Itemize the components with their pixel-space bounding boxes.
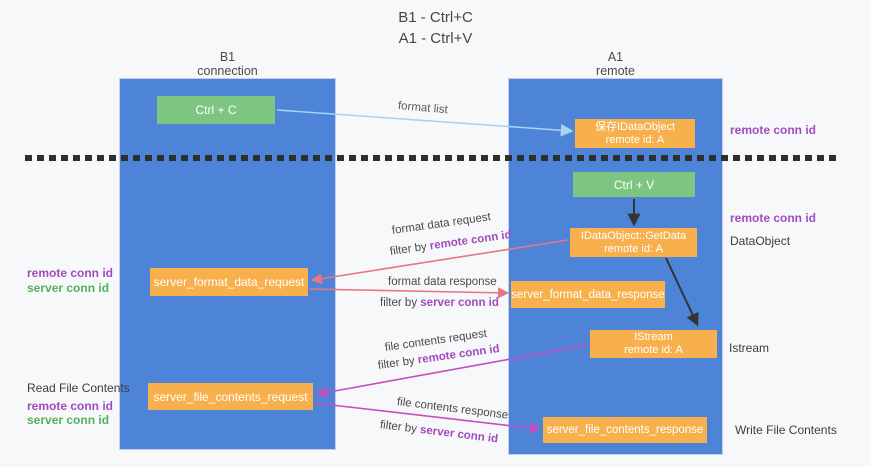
- diagram-title: B1 - Ctrl+C A1 - Ctrl+V: [0, 7, 871, 49]
- title-line-1: B1 - Ctrl+C: [398, 9, 473, 26]
- left-format-remote-conn-id: remote conn id: [27, 266, 114, 280]
- istream-box: IStream remote id: A: [590, 330, 717, 358]
- read-file-contents-label: Read File Contents: [27, 381, 130, 395]
- format-data-response-label: format data response: [388, 276, 497, 288]
- filter-prefix-2: filter by: [380, 297, 418, 309]
- arrow-file-contents-response: [313, 402, 542, 434]
- column-a1-name: A1: [607, 50, 624, 64]
- server-file-contents-request-label: server_file_contents_request: [153, 389, 308, 404]
- left-file-remote-conn-id: remote conn id: [27, 399, 114, 413]
- column-b1-name: B1: [219, 50, 236, 64]
- arrow-format-list: [276, 109, 574, 137]
- right-remote-conn-id-mid: remote conn id: [730, 211, 817, 225]
- server-conn-id-filter-1: server conn id: [420, 297, 499, 309]
- istream-line2: remote id: A: [624, 344, 683, 356]
- arrow-file-contents-request: [315, 344, 589, 398]
- dataobject-label: DataObject: [730, 234, 791, 248]
- filter-by-server-label-1: filter by server conn id: [380, 297, 499, 309]
- ctrl-v-label: Ctrl + V: [613, 177, 655, 192]
- write-file-contents-label: Write File Contents: [735, 423, 837, 437]
- istream-side-label: Istream: [729, 341, 770, 355]
- arrow-format-data-request: [310, 239, 569, 285]
- right-remote-conn-id-top: remote conn id: [730, 123, 817, 137]
- server-file-contents-request-box: server_file_contents_request: [148, 383, 313, 410]
- left-format-server-conn-id: server conn id: [27, 281, 110, 295]
- getdata-line2: remote id: A: [604, 242, 663, 255]
- server-format-data-response-box: server_format_data_response: [511, 281, 665, 308]
- column-header-b1: B1 connection: [119, 50, 336, 78]
- save-dataobject-line1: 保存IDataObject: [594, 120, 676, 133]
- arrow-format-data-response: [308, 287, 510, 299]
- session-divider-dashed-line: [25, 155, 837, 161]
- ctrl-c-box: Ctrl + C: [157, 96, 275, 124]
- server-format-data-response-label: server_format_data_response: [511, 288, 665, 301]
- server-file-contents-response-box: server_file_contents_response: [543, 417, 707, 443]
- column-b1-role: connection: [197, 64, 258, 78]
- server-file-contents-response-label: server_file_contents_response: [546, 424, 704, 436]
- server-format-data-request-box: server_format_data_request: [150, 268, 308, 296]
- getdata-line1: IDataObject::GetData: [580, 229, 687, 242]
- idataobject-getdata-box: IDataObject::GetData remote id: A: [570, 228, 697, 257]
- server-format-data-request-label: server_format_data_request: [153, 275, 305, 289]
- arrow-getdata-to-istream: [665, 257, 699, 327]
- column-header-a1: A1 remote: [508, 50, 723, 78]
- column-a1-role: remote: [596, 64, 635, 78]
- istream-line1: IStream: [634, 331, 673, 343]
- save-dataobject-box: 保存IDataObject remote id: A: [575, 119, 695, 148]
- title-line-2: A1 - Ctrl+V: [398, 30, 473, 47]
- ctrl-c-label: Ctrl + C: [195, 103, 237, 117]
- left-file-server-conn-id: server conn id: [27, 413, 110, 427]
- save-dataobject-line2: remote id: A: [605, 133, 665, 146]
- ctrl-v-box: Ctrl + V: [573, 172, 695, 197]
